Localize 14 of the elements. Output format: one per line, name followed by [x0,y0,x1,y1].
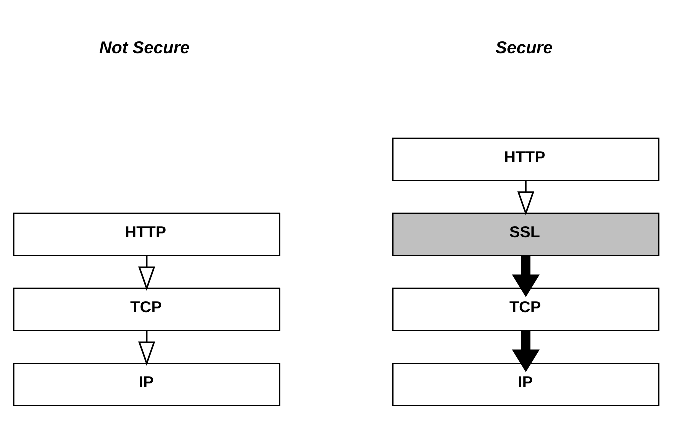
node-box: SSL [392,212,660,256]
node-box: TCP [392,287,660,331]
arrow [512,255,540,297]
label: Secure [496,38,553,57]
arrow [138,255,156,290]
arrow [518,180,535,216]
arrow [512,330,540,372]
arrow [138,330,156,366]
node-box: HTTP [13,212,281,256]
node-box: IP [392,362,660,406]
node-box: TCP [13,287,281,331]
label: Not Secure [100,38,190,57]
node-box: IP [13,362,281,406]
node-box: HTTP [392,137,660,181]
